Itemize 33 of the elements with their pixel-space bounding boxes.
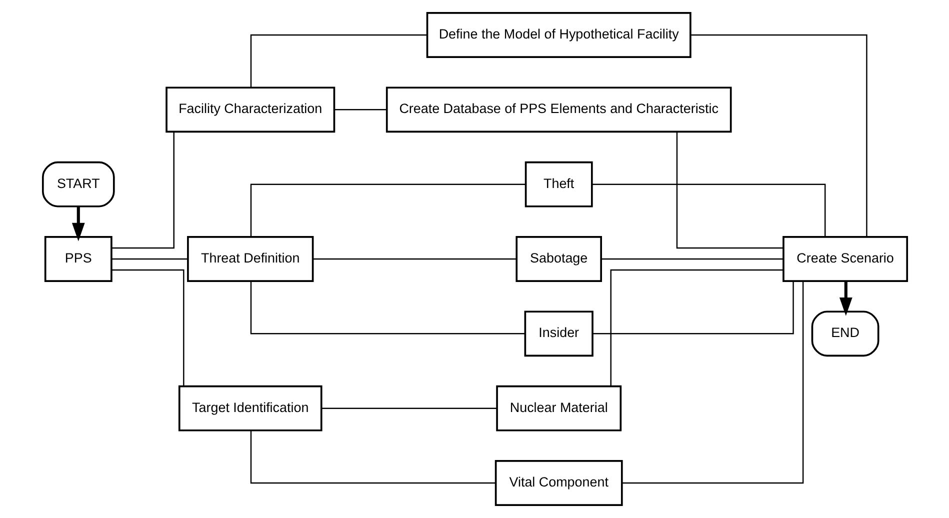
node-box: Define the Model of Hypothetical Facility <box>426 12 691 58</box>
connector <box>622 281 804 484</box>
connector <box>111 132 174 249</box>
node-box: END <box>810 310 879 357</box>
arrow <box>71 206 84 242</box>
connector <box>334 109 386 110</box>
node-box: Create Scenario <box>782 236 908 282</box>
node-box: Theft <box>524 161 592 208</box>
node-box: START <box>41 161 114 208</box>
connector <box>111 269 184 386</box>
node-box: Threat Definition <box>186 236 314 282</box>
connector <box>312 258 516 260</box>
connector <box>250 281 524 334</box>
arrow <box>838 281 852 316</box>
connector <box>676 132 783 249</box>
node-box: Nuclear Material <box>496 385 622 432</box>
connector <box>321 408 496 409</box>
connector <box>610 269 783 386</box>
node-box: Create Database of PPS Elements and Characteristic <box>385 86 732 133</box>
connector <box>600 258 783 260</box>
node-box: Vital Component <box>494 460 622 506</box>
node-box: Insider <box>524 310 593 357</box>
node-box: Sabotage <box>515 236 602 282</box>
node-box: PPS <box>44 236 112 282</box>
connector <box>592 281 794 334</box>
connector <box>250 184 525 237</box>
node-box: Facility Characterization <box>165 86 335 133</box>
connector <box>690 34 867 237</box>
connector <box>250 430 496 484</box>
node-box: Target Identification <box>178 385 322 432</box>
connector <box>111 258 188 260</box>
connector <box>250 34 426 88</box>
connector <box>592 184 826 237</box>
